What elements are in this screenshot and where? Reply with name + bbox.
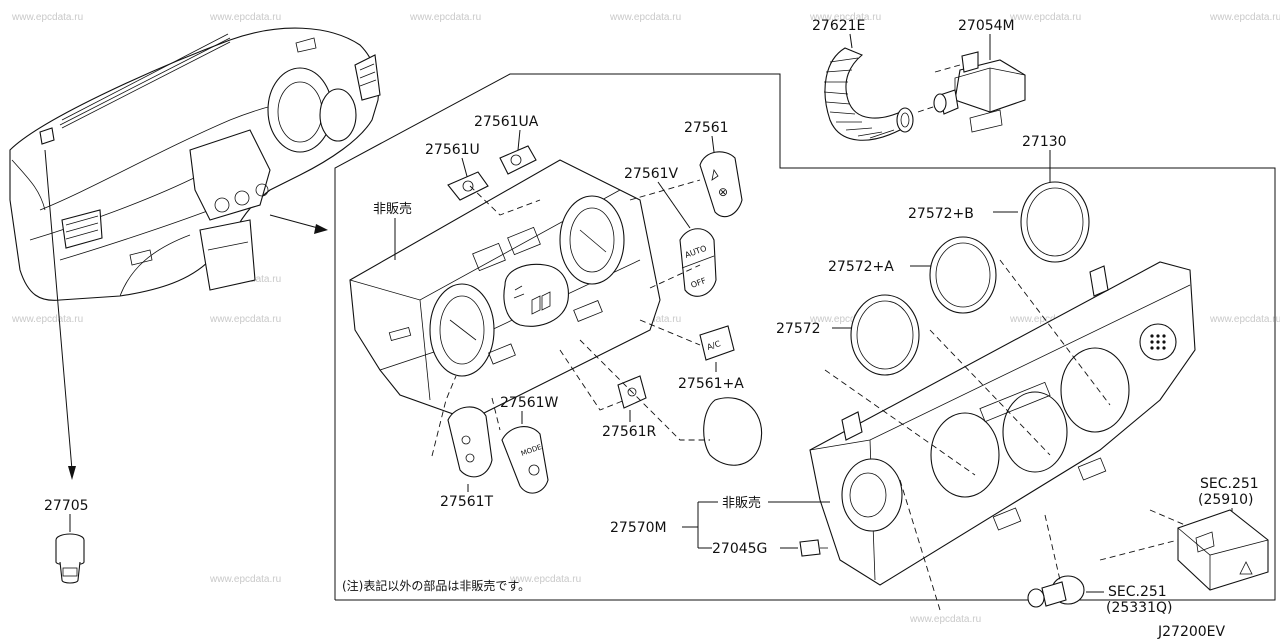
watermark: www.epcdata.ru	[209, 12, 281, 23]
part-27705-sensor: 27705	[44, 498, 89, 584]
watermark: www.epcdata.ru	[1209, 314, 1280, 325]
callout-27572A: 27572+A	[828, 259, 894, 275]
callout-27561R: 27561R	[602, 424, 657, 440]
watermark: www.epcdata.ru	[809, 12, 881, 23]
watermark: www.epcdata.ru	[1209, 12, 1280, 23]
callout-27561A: 27561+A	[678, 376, 744, 392]
part-27130-panel: 27130	[809, 134, 1196, 611]
assembly-frame	[334, 73, 1276, 601]
callout-27705: 27705	[44, 498, 89, 514]
watermark: www.epcdata.ru	[909, 614, 981, 625]
callout-27561UA: 27561UA	[474, 114, 539, 130]
ring-27572: 27572	[776, 294, 920, 376]
watermark: www.epcdata.ru	[209, 574, 281, 585]
not-sold-label-2: 非販売	[722, 495, 761, 511]
callout-25910: (25910)	[1198, 492, 1253, 508]
callout-sec251-b: SEC.251	[1108, 584, 1167, 600]
callout-27561T: 27561T	[440, 494, 494, 510]
watermark: www.epcdata.ru	[609, 12, 681, 23]
part-27561W: 27561W MODE	[500, 395, 559, 494]
part-sec251-25910: SEC.251 (25910)	[1099, 476, 1269, 591]
panel-holes	[1150, 334, 1166, 350]
lens-ring	[703, 397, 763, 466]
callout-27054M: 27054M	[958, 18, 1015, 34]
callout-27561U: 27561U	[425, 142, 480, 158]
part-27561R: 27561R	[602, 375, 657, 440]
dashed-leaders	[431, 179, 710, 457]
watermark: www.epcdata.ru	[11, 12, 83, 23]
hazard-icon	[1239, 561, 1253, 575]
arrow-head-icon	[314, 224, 328, 234]
callout-27572: 27572	[776, 321, 821, 337]
sensor-pointer-line	[44, 149, 73, 471]
watermark: www.epcdata.ru	[11, 314, 83, 325]
knob-label: ⊗	[718, 185, 728, 199]
callout-27570M: 27570M	[610, 520, 667, 536]
diagram-code: J27200EV	[1157, 624, 1226, 640]
watermark: www.epcdata.ru	[1009, 12, 1081, 23]
callout-25331Q: (25331Q)	[1106, 600, 1172, 616]
assembly-pointer-line	[269, 214, 319, 229]
callout-27572B: 27572+B	[908, 206, 974, 222]
arrow-head-icon	[68, 466, 76, 480]
part-27561: 27561 ⊗	[684, 120, 743, 218]
ac-button-label: A/C	[706, 339, 722, 352]
part-27561T: 27561T	[440, 406, 494, 510]
watermark: www.epcdata.ru	[809, 314, 881, 325]
footnote: (注)表記以外の部品は非販売です。	[342, 578, 530, 593]
leader-27570M: 27570M 非販売 27045G	[610, 495, 830, 557]
not-sold-label: 非販売	[373, 201, 412, 217]
part-27561V: 27561V AUTO OFF	[624, 166, 717, 297]
watermark: www.epcdata.ru	[209, 314, 281, 325]
callout-27561W: 27561W	[500, 395, 559, 411]
control-assembly-27570M	[349, 159, 661, 421]
part-27054M-motor: 27054M	[917, 18, 1026, 133]
part-sec251-25331Q: SEC.251 (25331Q)	[1027, 514, 1172, 616]
part-27621E-hose: 27621E	[812, 18, 914, 141]
callout-27561: 27561	[684, 120, 729, 136]
callout-27621E: 27621E	[812, 18, 865, 34]
watermark: www.epcdata.ru	[509, 574, 581, 585]
callout-27130: 27130	[1022, 134, 1067, 150]
ring-27572B: 27572+B	[908, 181, 1090, 263]
dashboard-illustration	[9, 27, 381, 301]
watermark: www.epcdata.ru	[409, 12, 481, 23]
part-27561A: A/C 27561+A	[678, 325, 744, 392]
part-27561U: 27561U	[425, 142, 489, 201]
part-27561UA: 27561UA	[474, 114, 539, 175]
callout-27045G: 27045G	[712, 541, 767, 557]
callout-sec251-a: SEC.251	[1200, 476, 1259, 492]
callout-27561V: 27561V	[624, 166, 679, 182]
ring-27572A: 27572+A	[828, 236, 997, 314]
